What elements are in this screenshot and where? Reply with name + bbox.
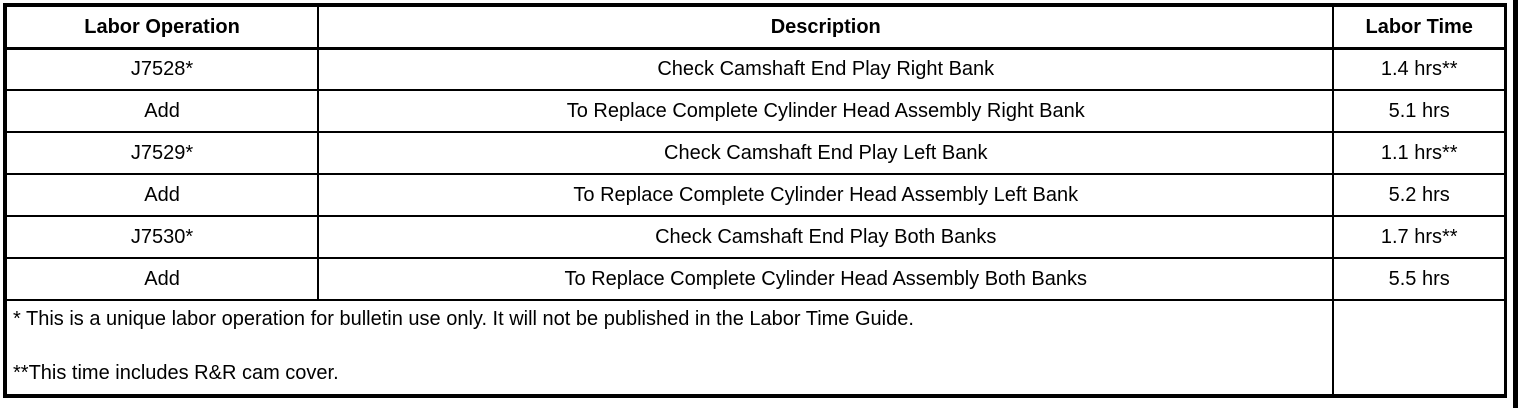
- labor-time-cell: 1.4 hrs**: [1332, 47, 1507, 91]
- description-cell: Check Camshaft End Play Both Banks: [317, 215, 1335, 259]
- header-row: Labor Operation Description Labor Time: [3, 4, 1507, 50]
- description-cell: Check Camshaft End Play Left Bank: [317, 131, 1335, 175]
- column-header-description: Description: [317, 4, 1335, 50]
- table-row: J7529* Check Camshaft End Play Left Bank…: [3, 131, 1507, 175]
- description-cell: To Replace Complete Cylinder Head Assemb…: [317, 173, 1335, 217]
- labor-time-cell: 5.1 hrs: [1332, 89, 1507, 133]
- empty-labor-time-cell: [1332, 299, 1507, 397]
- column-header-labor-operation: Labor Operation: [3, 4, 320, 50]
- description-cell: Check Camshaft End Play Right Bank: [317, 47, 1335, 91]
- labor-operation-cell: J7530*: [3, 215, 320, 259]
- footnote-unique-labor-operation: * This is a unique labor operation for b…: [13, 308, 914, 330]
- table-row: J7528* Check Camshaft End Play Right Ban…: [3, 47, 1507, 91]
- table-row: Add To Replace Complete Cylinder Head As…: [3, 173, 1507, 217]
- labor-operation-cell: Add: [3, 89, 320, 133]
- labor-time-cell: 5.5 hrs: [1332, 257, 1507, 301]
- footnote-rr-cam-cover: **This time includes R&R cam cover.: [13, 362, 339, 384]
- description-cell: To Replace Complete Cylinder Head Assemb…: [317, 257, 1335, 301]
- labor-time-cell: 1.7 hrs**: [1332, 215, 1507, 259]
- page-border-right: [1513, 0, 1518, 408]
- footnotes-cell: * This is a unique labor operation for b…: [3, 299, 1335, 397]
- column-header-labor-time: Labor Time: [1332, 4, 1507, 50]
- description-cell: To Replace Complete Cylinder Head Assemb…: [317, 89, 1335, 133]
- labor-operation-cell: Add: [3, 257, 320, 301]
- labor-operation-cell: J7529*: [3, 131, 320, 175]
- table-row: Add To Replace Complete Cylinder Head As…: [3, 89, 1507, 133]
- table-header: Labor Operation Description Labor Time: [3, 4, 1507, 50]
- table-row: J7530* Check Camshaft End Play Both Bank…: [3, 215, 1507, 259]
- labor-operation-cell: Add: [3, 173, 320, 217]
- footnotes-row: * This is a unique labor operation for b…: [3, 299, 1507, 397]
- labor-time-table: Labor Operation Description Labor Time J…: [3, 3, 1507, 398]
- table-row: Add To Replace Complete Cylinder Head As…: [3, 257, 1507, 301]
- labor-time-cell: 5.2 hrs: [1332, 173, 1507, 217]
- labor-operation-cell: J7528*: [3, 47, 320, 91]
- labor-time-cell: 1.1 hrs**: [1332, 131, 1507, 175]
